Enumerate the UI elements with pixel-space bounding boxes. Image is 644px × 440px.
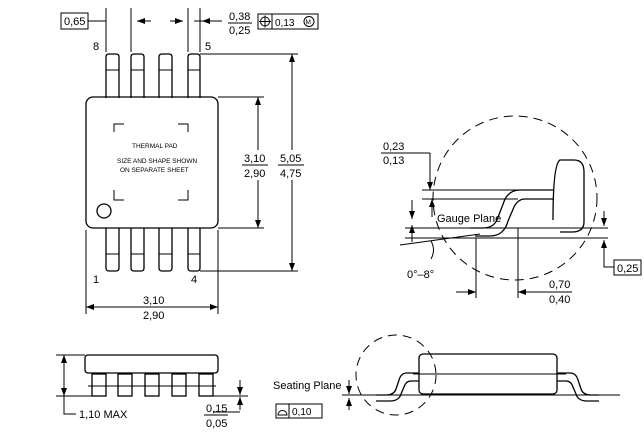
- gauge-value-box: [613, 259, 642, 276]
- foot-length-min: 0,40: [549, 294, 570, 306]
- lead-thickness-max: 0,23: [383, 141, 404, 153]
- pin-1-label: 1: [93, 274, 99, 286]
- profile-of-surface-icon: [277, 410, 288, 416]
- foot-length-max: 0,70: [549, 279, 570, 291]
- left-lead: [376, 372, 419, 396]
- position-tolerance-frame: 0,13 M: [257, 13, 319, 30]
- coplanarity-frame: 0,10: [275, 403, 323, 419]
- thermal-pad-outline: [113, 123, 189, 201]
- side-leads: [88, 373, 216, 397]
- gauge-value: 0,25: [617, 263, 638, 275]
- side-detail-circle: [355, 334, 437, 416]
- pin-8-label: 8: [93, 41, 99, 53]
- position-tolerance-value: 0,13: [275, 18, 295, 29]
- body-corner: [552, 159, 585, 233]
- thermal-pad-title: THERMAL PAD: [132, 143, 178, 150]
- body-length-min: 2,90: [143, 310, 164, 322]
- seating-plane-label: Seating Plane: [273, 380, 342, 392]
- side-body: [84, 354, 219, 374]
- overall-width-max: 5,05: [280, 153, 301, 165]
- foot-angle-label: 0°–8°: [407, 269, 434, 281]
- standoff-min: 0,05: [206, 418, 227, 430]
- bottom-leads: [105, 228, 201, 272]
- body-width-min: 2,90: [244, 168, 265, 180]
- svg-text:M: M: [306, 19, 311, 26]
- lead-width-max: 0,38: [229, 11, 250, 23]
- pin-4-label: 4: [191, 274, 197, 286]
- detail-circle: [432, 115, 598, 281]
- side-view-seating: Seating Plane 0,10: [273, 334, 620, 419]
- overall-width-min: 4,75: [280, 168, 301, 180]
- body-width-max: 3,10: [244, 153, 265, 165]
- body-length-max: 3,10: [143, 295, 164, 307]
- top-view: 0,65 0,38 0,25 0,13 M 8 5: [60, 8, 319, 322]
- pitch-label: 0,65: [64, 16, 85, 28]
- thermal-pad-note-1: SIZE AND SHAPE SHOWN: [117, 158, 197, 165]
- lead-detail-view: 0,23 0,13 Gauge Plane 0,25 0°: [381, 115, 642, 306]
- height-max-label: 1,10 MAX: [79, 409, 128, 421]
- pin-1-marker: [96, 203, 112, 219]
- standoff-max: 0,15: [206, 403, 227, 415]
- coplanarity-value: 0,10: [292, 407, 312, 418]
- lead-width-min: 0,25: [229, 25, 250, 37]
- gauge-plane-label: Gauge Plane: [437, 213, 501, 225]
- side-view: 1,10 MAX 0,15 0,05: [56, 354, 248, 430]
- package-body: [85, 96, 219, 229]
- thermal-pad-note-2: ON SEPARATE SHEET: [120, 167, 189, 174]
- lead-thickness-min: 0,13: [383, 155, 404, 167]
- pin-5-label: 5: [205, 41, 211, 53]
- right-lead: [557, 372, 599, 396]
- max-material-condition-icon: [303, 16, 315, 27]
- top-leads: [105, 53, 201, 98]
